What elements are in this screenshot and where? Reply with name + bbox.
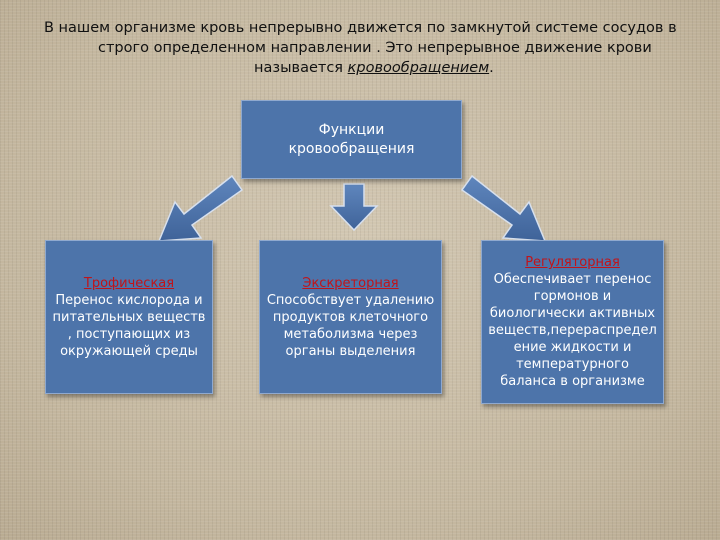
- excretory-line-3: метаболизма через: [283, 326, 418, 342]
- regulatory-line-4: веществ,перераспредел: [488, 323, 657, 338]
- center-line-1: Функции: [318, 121, 385, 138]
- arrow-left-icon: [157, 174, 244, 242]
- excretory-line-4: органы выделения: [285, 343, 416, 359]
- heading-term: кровообращением: [347, 60, 490, 76]
- regulatory-line-2: гормонов и: [533, 289, 612, 304]
- regulatory-line-7: баланса в организме: [500, 374, 645, 389]
- trophic-function-box: Трофическая Перенос кислорода и питатель…: [45, 240, 213, 394]
- heading-line-3-suffix: .: [489, 60, 494, 76]
- excretory-title: Экскреторная: [302, 275, 399, 291]
- regulatory-line-1: Обеспечивает перенос: [493, 272, 652, 287]
- regulatory-line-3: биологически активных: [489, 306, 656, 321]
- center-line-2: кровообращения: [288, 140, 415, 157]
- heading-line-3-prefix: называется: [254, 60, 348, 76]
- excretory-function-box: Экскреторная Способствует удалению проду…: [259, 240, 442, 394]
- trophic-title: Трофическая: [83, 275, 175, 291]
- heading-text: В нашем организме кровь непрерывно движе…: [18, 18, 702, 78]
- trophic-line-3: , поступающих из: [67, 326, 191, 342]
- heading-line-2: строго определенном направлении . Это не…: [98, 40, 652, 56]
- trophic-line-1: Перенос кислорода и: [55, 292, 203, 308]
- excretory-line-1: Способствует удалению: [266, 292, 435, 308]
- regulatory-title: Регуляторная: [525, 255, 620, 270]
- heading-line-3: называется кровообращением.: [18, 58, 702, 78]
- excretory-line-2: продуктов клеточного: [272, 309, 429, 325]
- arrow-right-icon: [460, 174, 547, 242]
- trophic-line-4: окружающей среды: [60, 343, 198, 359]
- regulatory-function-box: Регуляторная Обеспечивает перенос гормон…: [481, 240, 664, 404]
- heading-line-1: В нашем организме кровь непрерывно движе…: [44, 20, 677, 36]
- trophic-line-2: питательных веществ: [52, 309, 206, 325]
- circulation-functions-box: Функции кровообращения: [241, 100, 462, 179]
- regulatory-line-6: температурного: [516, 357, 629, 372]
- arrow-down-icon: [329, 183, 379, 232]
- regulatory-line-5: ение жидкости и: [513, 340, 632, 355]
